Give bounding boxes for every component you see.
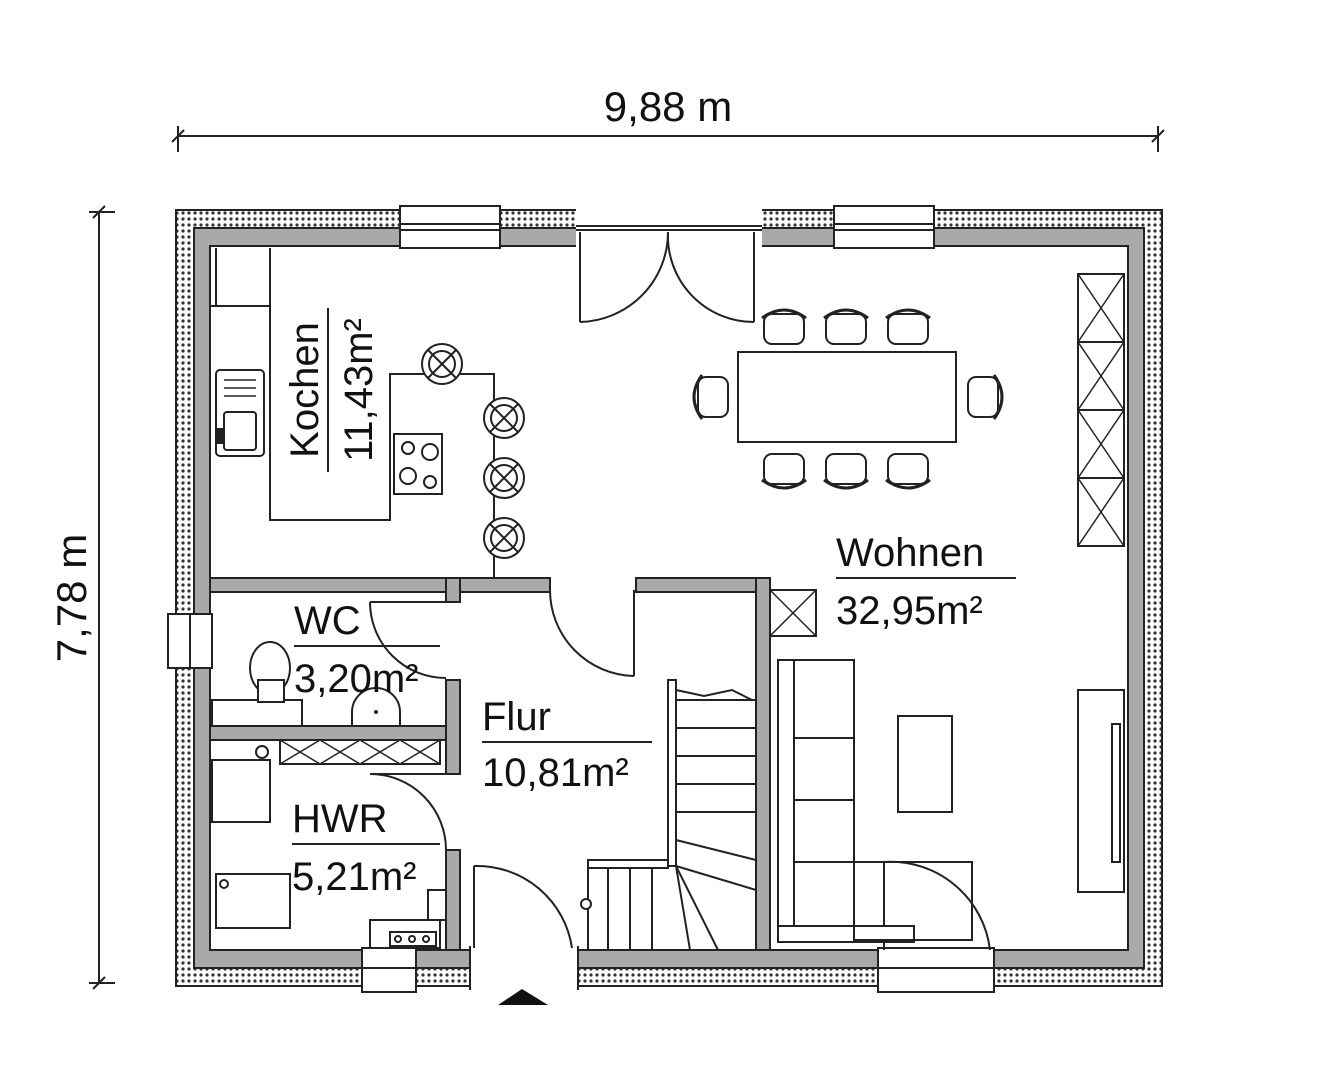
dining-chair	[822, 308, 870, 346]
kitchen-counter	[210, 248, 495, 578]
coffee-table	[897, 715, 953, 813]
tv-sideboard	[1077, 689, 1125, 893]
dining-chair	[760, 308, 808, 346]
inner-wall-layer	[193, 227, 1145, 969]
dining-chair	[760, 452, 808, 490]
room-area-wohnen: 32,95m²	[836, 589, 983, 633]
dining-chair	[884, 308, 932, 346]
entrance-opening	[469, 946, 579, 990]
width-dimension-label: 9,88 m	[604, 83, 732, 130]
kochen-label: Kochen 11,43m²	[283, 308, 381, 472]
window-dining	[833, 205, 935, 249]
dining-table	[737, 351, 957, 443]
washing-machine	[211, 759, 271, 823]
room-name-kochen: Kochen	[283, 322, 327, 458]
toilet	[211, 641, 303, 727]
dining-chair	[884, 452, 932, 490]
room-name-hwr: HWR	[292, 797, 388, 841]
terrace-door-opening	[576, 206, 762, 248]
window-kitchen	[399, 205, 501, 249]
room-name-flur: Flur	[482, 695, 551, 739]
front-door[interactable]	[473, 864, 573, 949]
staircase	[580, 679, 757, 951]
terrace-door-right[interactable]	[666, 231, 755, 324]
cooktop	[393, 433, 443, 495]
height-dimension-label: 7,78 m	[48, 534, 95, 662]
kitchen-sink	[215, 369, 265, 457]
room-name-wohnen: Wohnen	[836, 531, 984, 575]
room-name-wc: WC	[294, 599, 361, 643]
room-area-wc: 3,20m²	[294, 657, 419, 701]
room-area-hwr: 5,21m²	[292, 855, 417, 899]
wc-washbasin	[351, 687, 401, 727]
dining-chair	[822, 452, 870, 490]
room-area-kochen: 11,43m²	[337, 318, 381, 462]
chimney-shaft	[769, 589, 817, 637]
dining-chair	[692, 373, 730, 421]
utility-sink	[369, 889, 447, 949]
window-wc	[167, 613, 213, 669]
entrance-arrow-icon	[498, 989, 548, 1005]
width-dimension-line	[171, 126, 1165, 152]
boiler	[215, 873, 291, 929]
dining-chair	[966, 373, 1004, 421]
bar-stool	[483, 397, 525, 439]
wall-cabinet	[1077, 273, 1125, 547]
bar-stool	[483, 457, 525, 499]
door-wc[interactable]	[369, 601, 447, 679]
height-dimension-line	[89, 205, 115, 990]
window-living	[877, 947, 995, 993]
sofa	[777, 659, 973, 943]
interior-walls	[209, 577, 771, 951]
bar-stool	[483, 517, 525, 559]
window-hwr	[361, 947, 417, 993]
door-hwr[interactable]	[369, 773, 447, 851]
hwr-shelf	[255, 739, 441, 765]
room-area-flur: 10,81m²	[482, 751, 629, 795]
door-kitchen-flur[interactable]	[549, 589, 635, 677]
bar-stool	[421, 343, 463, 385]
terrace-door-left[interactable]	[579, 231, 669, 323]
